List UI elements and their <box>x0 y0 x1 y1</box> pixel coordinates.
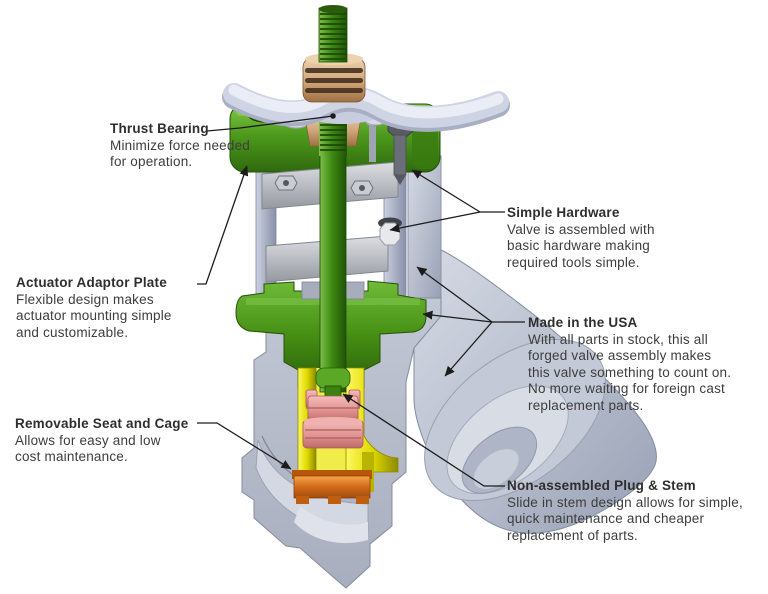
flow-port-boss <box>424 338 606 502</box>
callout-title: Made in the USA <box>528 315 638 330</box>
plug <box>302 389 364 449</box>
callout-title: Removable Seat and Cage <box>15 416 189 431</box>
callout-actuator-adaptor-plate: Actuator Adaptor Plate Flexible design m… <box>16 275 172 340</box>
callout-simple-hardware: Simple Hardware Valve is assembled with … <box>507 205 655 270</box>
callout-made-in-usa: Made in the USA With all parts in stock,… <box>528 315 732 413</box>
stem-thread-top <box>318 5 348 63</box>
seat-ring <box>292 470 372 504</box>
callout-title: Thrust Bearing <box>110 121 209 136</box>
callout-thrust-bearing: Thrust Bearing Minimize force needed for… <box>110 121 251 169</box>
callout-title: Non-assembled Plug & Stem <box>507 478 696 493</box>
leader-thrust-bearing <box>206 113 336 132</box>
plate-bolt-2 <box>350 180 374 196</box>
handwheel <box>222 83 510 132</box>
leader-lines <box>197 113 525 487</box>
valve-body-neck <box>407 155 442 303</box>
callout-removable-seat-cage: Removable Seat and Cage Allows for easy … <box>15 416 189 464</box>
callout-title: Actuator Adaptor Plate <box>16 275 167 290</box>
callout-title: Simple Hardware <box>507 205 620 220</box>
valve-figure <box>222 5 657 589</box>
leader-made-in-usa <box>416 266 525 377</box>
hex-nut <box>379 222 401 246</box>
leader-removable-seat-cage <box>197 422 292 470</box>
callout-non-assembled-plug-stem: Non-assembled Plug & Stem Slide in stem … <box>507 478 743 543</box>
leader-simple-hardware <box>389 169 505 233</box>
flow-passage-highlight <box>294 506 368 544</box>
stem <box>315 149 351 413</box>
leader-non-assembled-plug-stem <box>342 393 505 487</box>
stem-collar <box>315 367 351 389</box>
leader-actuator-adaptor-plate <box>197 165 249 285</box>
plate-bolt-1 <box>274 175 298 191</box>
